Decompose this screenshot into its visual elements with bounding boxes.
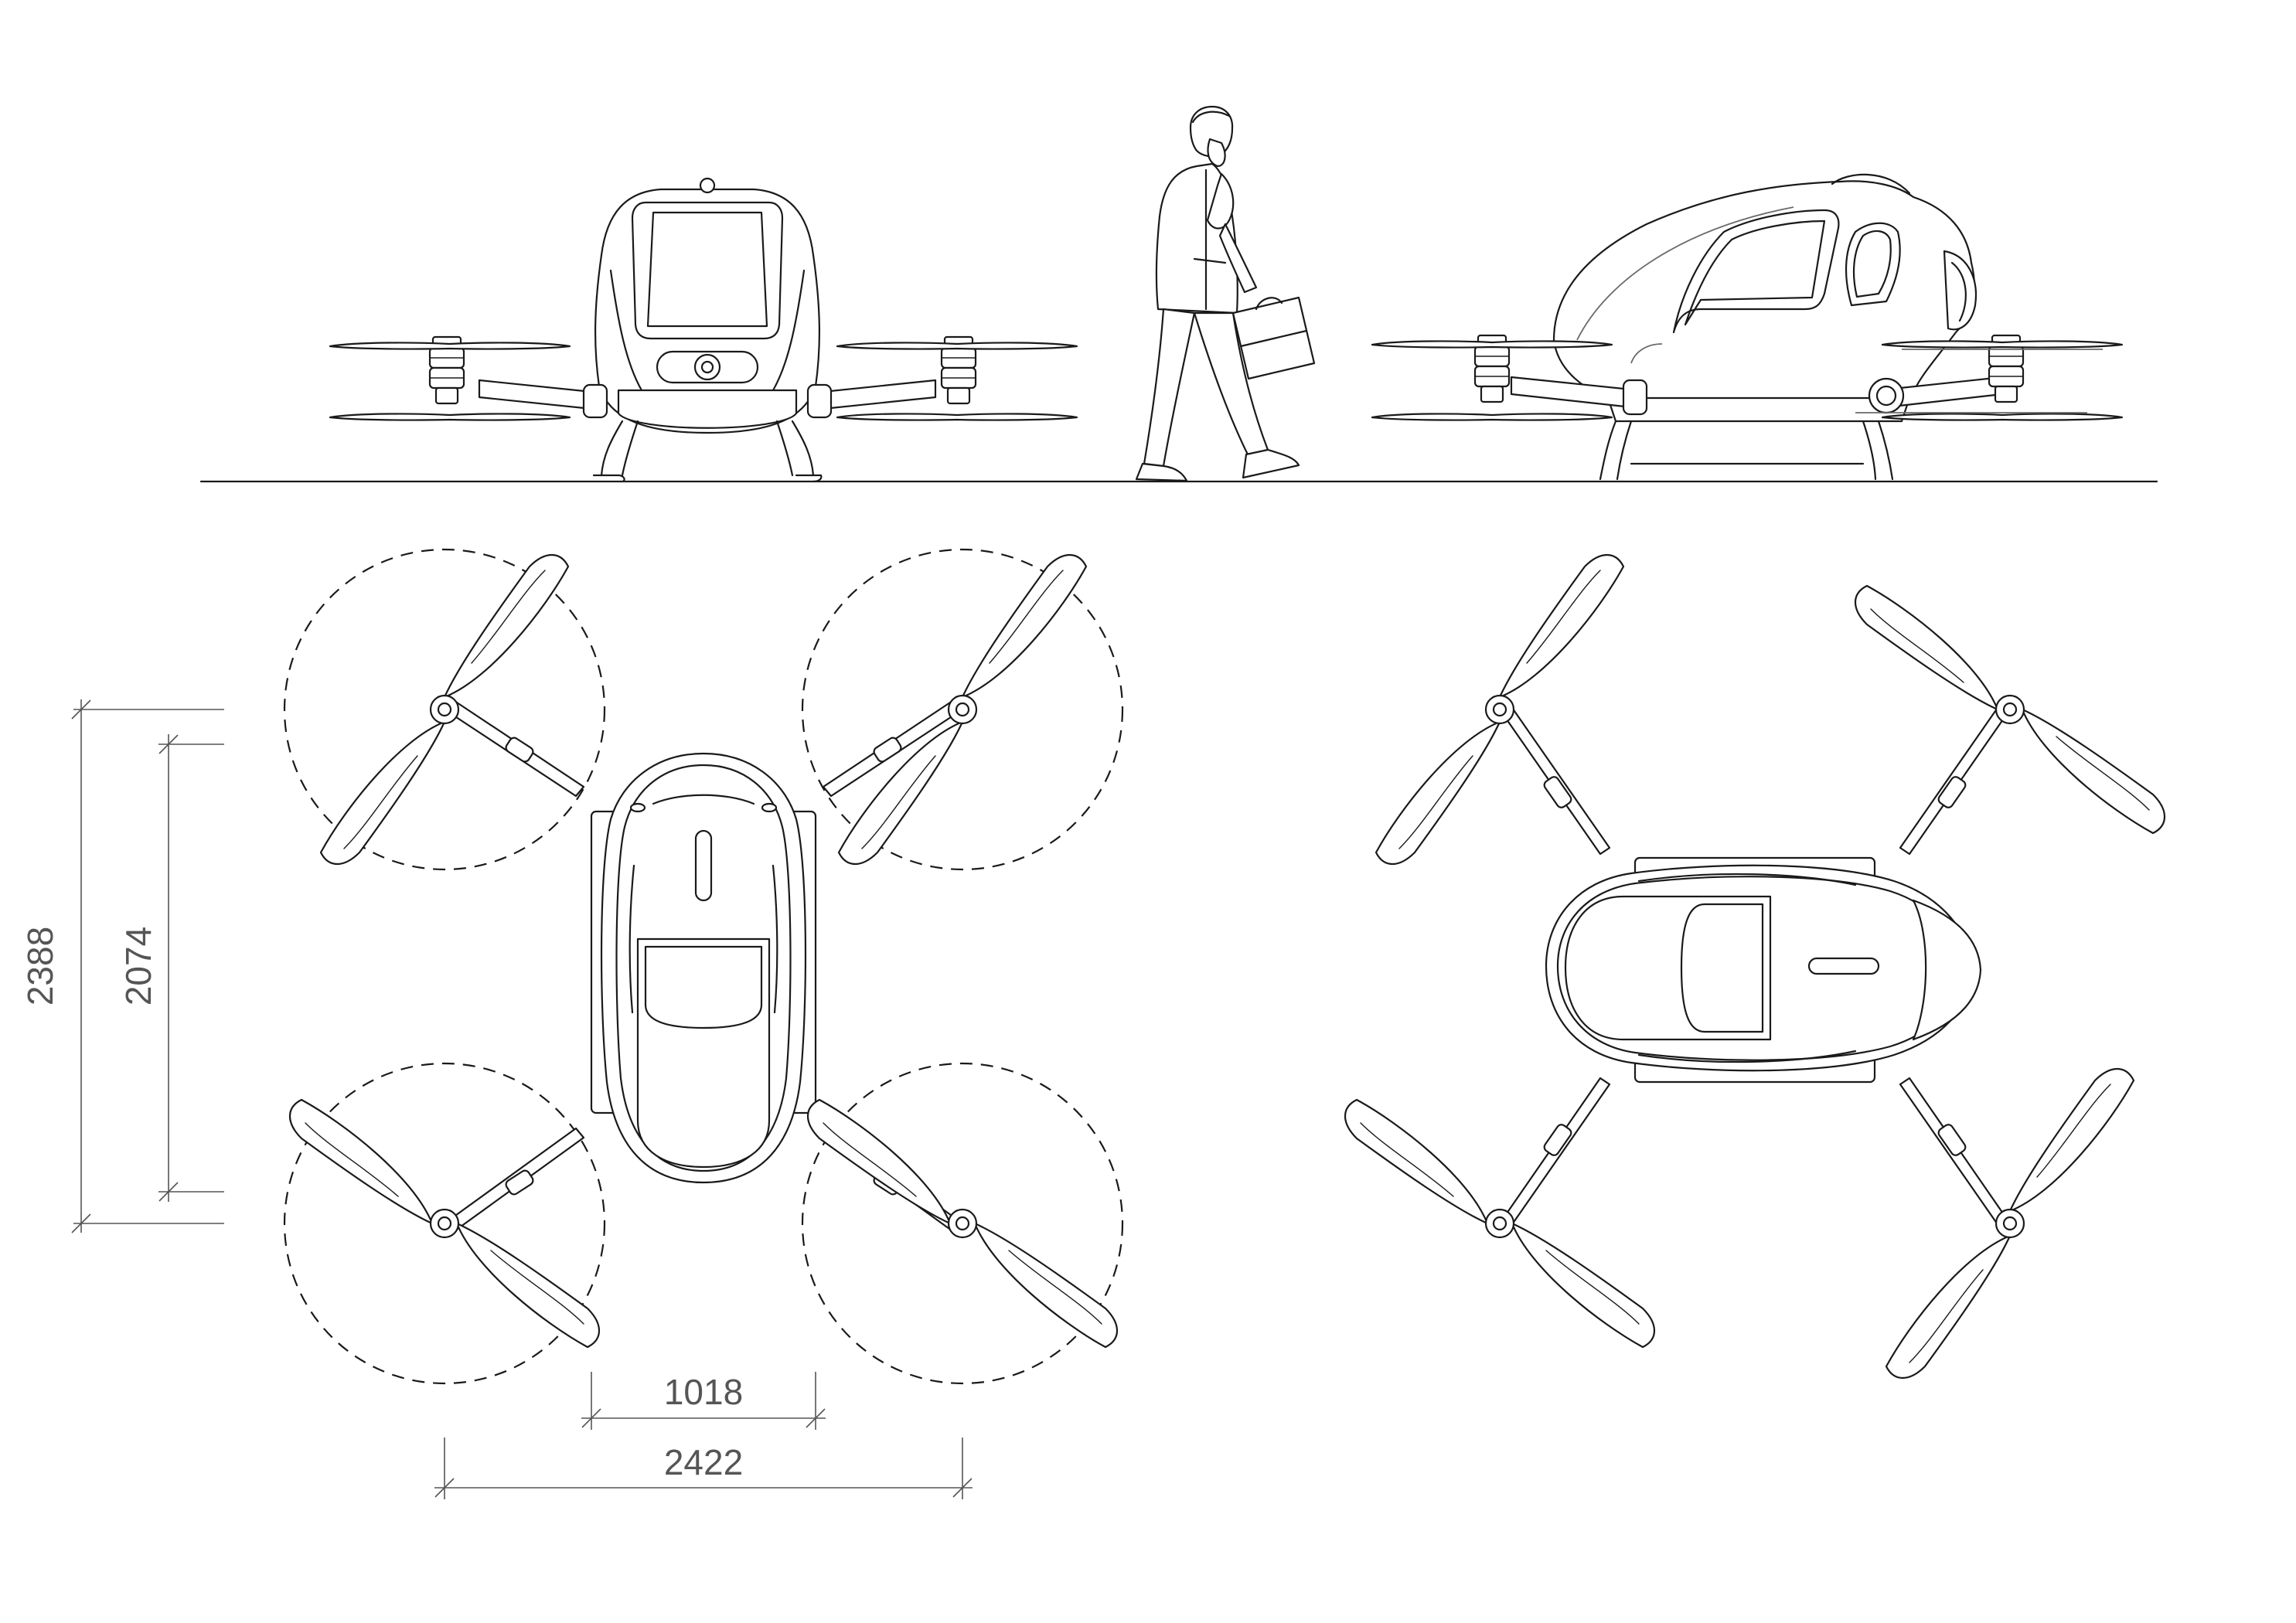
dimension-overall-length: 2388 [20,699,224,1233]
dim-label-overall-width: 2422 [664,1442,743,1482]
front-elevation [329,177,1078,483]
dim-label-overall-length: 2388 [20,927,60,1005]
top-view-rotated [1344,553,2166,1380]
dimension-overall-width: 2422 [434,1438,973,1499]
person-figure [1135,105,1316,482]
rotor-disc-rear-left [283,1062,606,1385]
top-view-with-rotor-discs [283,548,1124,1385]
dim-label-body-length: 2074 [118,927,158,1005]
dim-label-body-width: 1018 [664,1372,743,1412]
dimension-body-width: 1018 [581,1372,826,1430]
rotor-disc-rear-right [801,1062,1124,1385]
dimension-body-length: 2074 [118,734,224,1202]
rotor-disc-front-left [283,548,606,871]
side-elevation [1371,173,2124,481]
rotor-disc-front-right [801,548,1124,871]
